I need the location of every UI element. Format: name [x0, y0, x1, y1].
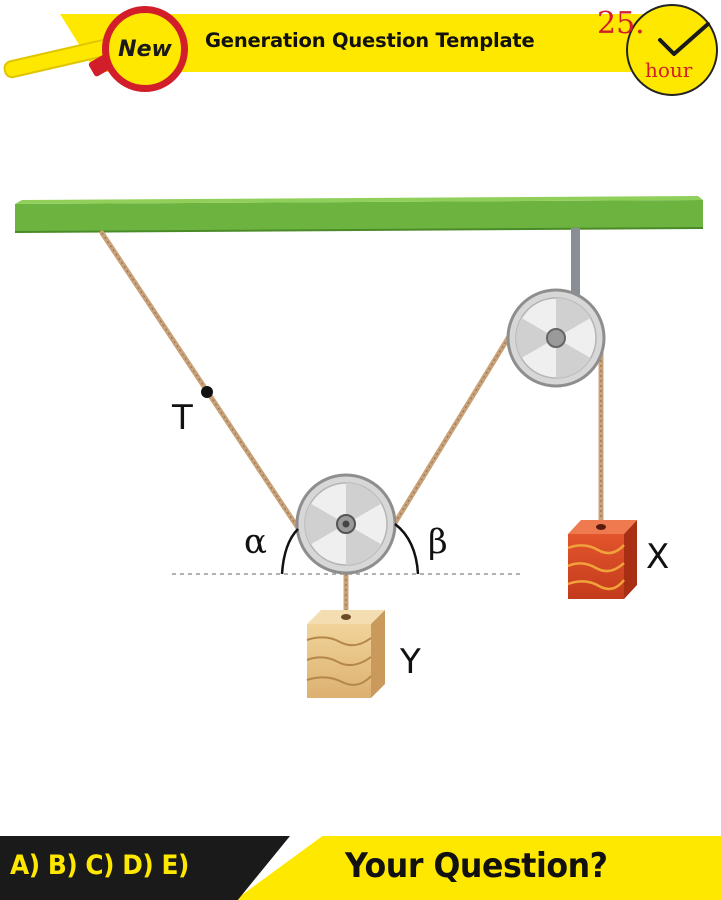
angle-beta-arc	[394, 523, 420, 575]
block-y	[306, 610, 385, 698]
angle-beta-label: β	[428, 522, 448, 562]
new-badge-label: New	[118, 36, 172, 62]
top-pulley	[506, 288, 606, 388]
clock-unit: hour	[645, 58, 693, 82]
answer-options: A) B) C) D) E)	[10, 850, 189, 881]
footer-question-band	[235, 836, 721, 900]
point-t-label: T	[172, 398, 193, 438]
header-title: Generation Question Template	[205, 29, 535, 52]
bottom-pulley	[295, 473, 397, 575]
block-x	[567, 520, 637, 599]
magnifier-icon: New	[102, 6, 188, 92]
footer-answers-band	[0, 836, 290, 900]
question-prompt: Your Question?	[345, 846, 608, 886]
ceiling-beam	[14, 196, 704, 233]
point-t-marker	[201, 386, 213, 398]
angle-alpha-arc	[280, 528, 299, 575]
block-x-label: X	[646, 537, 670, 577]
clock-number: 25.	[597, 6, 645, 41]
angle-alpha-label: α	[244, 522, 267, 562]
check-icon	[658, 22, 710, 56]
block-y-label: Y	[400, 642, 421, 682]
